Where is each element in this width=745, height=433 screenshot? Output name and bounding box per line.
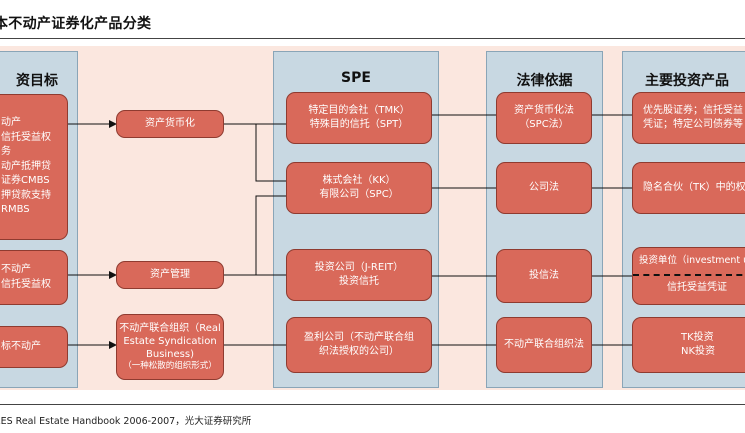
method-note: （一种松散的组织形式）: [123, 360, 217, 371]
law-label: 资产货币化法: [514, 104, 574, 116]
law-box-company-law: 公司法: [496, 162, 592, 214]
column-spe-header: SPE: [341, 70, 371, 86]
method-label: Business): [146, 348, 194, 360]
product-box-preferred-securities: 优先股证券；信托受益 凭证；特定公司债券等: [632, 92, 745, 144]
spe-box-tmk-spt: 特定目的会社（TMK） 特殊目的信托（SPT）: [286, 92, 432, 144]
spe-label: 特殊目的信托（SPT）: [309, 119, 409, 130]
method-label: Estate Syndication: [123, 335, 217, 347]
spe-label: 投资公司（J-REIT）: [314, 261, 404, 273]
spe-box-kk-spc: 株式会社（KK） 有限公司（SPC）: [286, 162, 432, 214]
spe-box-jreit: 投资公司（J-REIT） 投资信托: [286, 249, 432, 301]
line-securitization-to-kk: [224, 123, 288, 182]
law-box-investment-trust-law: 投信法: [496, 249, 592, 303]
asset-line: 证券CMBS: [1, 175, 50, 187]
product-label: 隐名合伙（TK）中的权: [643, 181, 745, 193]
law-label: 不动产联合组织法: [504, 338, 584, 350]
column-assets-header: 资目标: [16, 73, 58, 89]
product-label: 优先股证券；信托受益: [643, 104, 743, 116]
product-label: 投资单位（investment unit）: [639, 255, 745, 266]
product-box-tk-interest: 隐名合伙（TK）中的权: [632, 162, 745, 214]
page-title: 本不动产证券化产品分类: [0, 16, 152, 32]
method-box-asset-management: 资产管理: [116, 261, 224, 289]
source-note: RES Real Estate Handbook 2006-2007，光大证券研…: [0, 416, 252, 427]
product-label: 信托受益凭证: [667, 281, 727, 293]
product-label: TK投资: [681, 331, 714, 343]
asset-line: RMBS: [1, 204, 30, 216]
spe-label: 盈利公司（不动产联合组: [304, 331, 414, 343]
product-divider: [633, 273, 745, 276]
law-label: 公司法: [529, 181, 559, 193]
spe-box-profit-company: 盈利公司（不动产联合组 织法授权的公司）: [286, 317, 432, 373]
asset-line: 标不动产: [1, 340, 41, 352]
spe-label: 织法授权的公司）: [319, 346, 399, 357]
method-box-securitization: 资产货币化: [116, 110, 224, 138]
spe-label: 有限公司（SPC）: [319, 189, 399, 200]
line-management-to-kk: [224, 195, 288, 276]
law-label: 投信法: [529, 269, 559, 281]
spe-label: 株式会社（KK）: [322, 174, 396, 186]
method-label: 资产管理: [150, 268, 190, 280]
law-label: （SPC法）: [519, 119, 569, 130]
asset-line: 动产抵押贷: [1, 160, 51, 172]
spe-label: 特定目的会社（TMK）: [308, 104, 410, 116]
column-law-header: 法律依据: [516, 73, 573, 89]
asset-box-real-estate-trust: 不动产 信托受益权: [0, 250, 68, 305]
product-label: NK投资: [681, 346, 716, 357]
product-box-tk-nk-investment: TK投资 NK投资: [632, 317, 745, 373]
column-products-header: 主要投资产品: [645, 73, 729, 89]
asset-box-target-real-estate: 标不动产: [0, 326, 68, 368]
asset-line: 不动产: [1, 264, 31, 275]
source-divider: [0, 404, 745, 405]
law-box-syndication-law: 不动产联合组织法: [496, 317, 592, 373]
product-label: 凭证；特定公司债券等: [643, 119, 743, 130]
method-label: 资产货币化: [145, 117, 195, 129]
asset-line: 信托受益权: [1, 131, 51, 143]
method-box-syndication: 不动产联合组织（Real Estate Syndication Business…: [116, 314, 224, 380]
law-box-spc-law: 资产货币化法 （SPC法）: [496, 92, 592, 144]
asset-line: 动产: [1, 117, 21, 129]
asset-box-real-estate-and-debt: 动产 信托受益权 务 动产抵押贷 证券CMBS 押贷款支持 RMBS: [0, 94, 68, 240]
spe-label: 投资信托: [339, 276, 379, 287]
asset-line: 信托受益权: [1, 278, 51, 290]
asset-line: 押贷款支持: [1, 189, 51, 201]
method-label: 不动产联合组织（Real: [119, 322, 221, 334]
title-divider: [0, 38, 745, 39]
product-box-investment-unit: 投资单位（investment unit） 信托受益凭证: [632, 247, 745, 305]
asset-line: 务: [1, 146, 11, 158]
